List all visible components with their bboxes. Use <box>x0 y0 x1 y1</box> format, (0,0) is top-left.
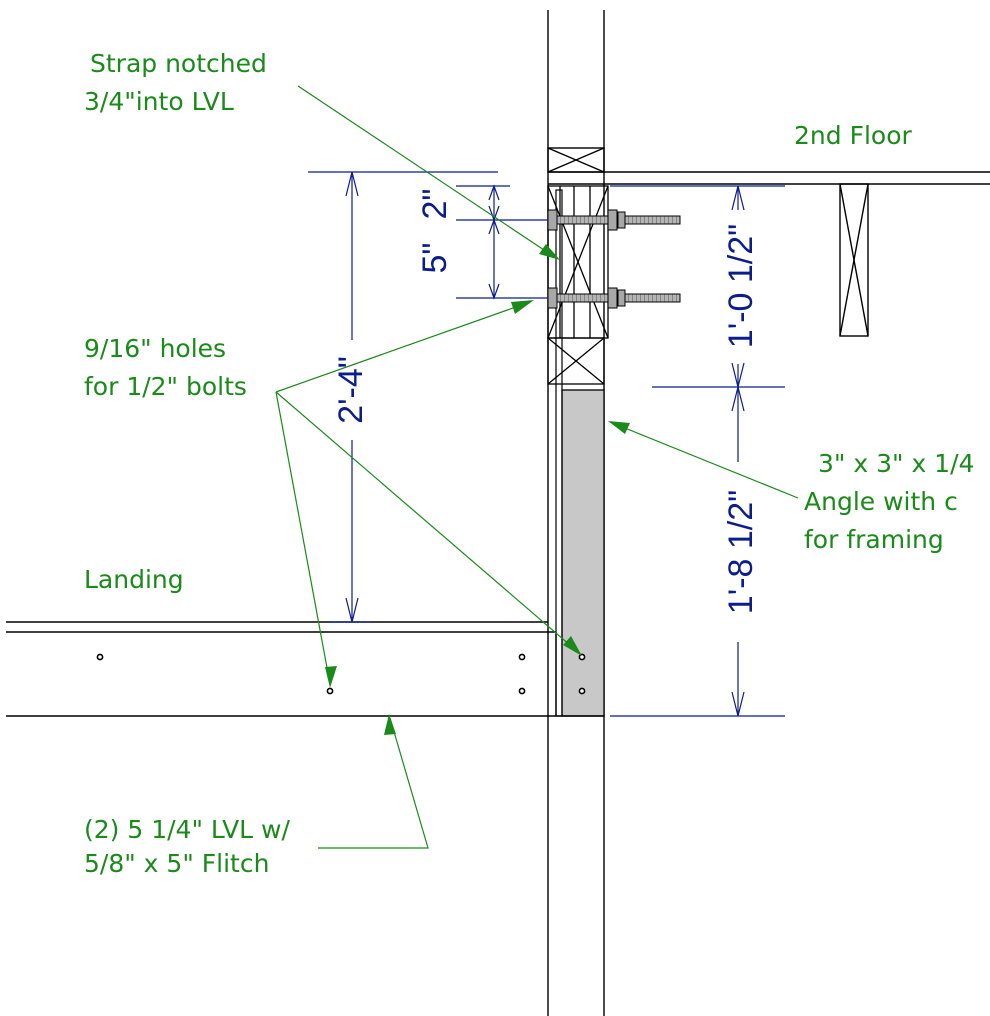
angle-leader <box>609 421 799 499</box>
rim-framing <box>547 185 609 385</box>
second-floor-label: 2nd Floor <box>794 121 912 150</box>
lvl-leader <box>318 717 429 849</box>
dimension-lines <box>308 171 785 717</box>
dimension-lower: 1'-8 1/2" <box>722 490 760 614</box>
top-plate-block <box>547 147 605 173</box>
rim-block <box>547 337 605 385</box>
angle-note-line1: 3" x 3" x 1/4 <box>818 449 974 478</box>
bolt-hole <box>518 687 526 695</box>
second-floor-framing <box>547 147 990 337</box>
bolt-hole <box>578 653 586 661</box>
dimension-bolt-spacing: 5" <box>416 243 454 274</box>
dimension-upper: 1'-0 1/2" <box>722 224 760 348</box>
holes-leader-left <box>275 391 331 685</box>
leader-lines <box>275 85 799 849</box>
through-bolt-upper <box>547 209 681 231</box>
holes-note-line1: 9/16" holes <box>84 334 226 363</box>
holes-leader-right <box>275 391 579 653</box>
strap-note-line1: Strap notched <box>90 49 267 78</box>
strap-leader <box>297 85 557 259</box>
holes-note-line2: for 1/2" bolts <box>84 372 247 401</box>
angle-note-line3: for framing <box>804 525 944 554</box>
steel-angle <box>561 389 605 717</box>
strap-note-line2: 3/4"into LVL <box>84 87 234 116</box>
floor-joist <box>839 183 869 337</box>
bolt-holes <box>96 653 586 695</box>
landing-framing <box>6 621 604 717</box>
bolt-hole <box>326 687 334 695</box>
lvl-note-line1: (2) 5 1/4" LVL w/ <box>84 815 290 844</box>
angle-note-line2: Angle with c <box>804 487 958 516</box>
dimension-bolt-offset: 2" <box>416 189 454 220</box>
bolt-hole <box>578 687 586 695</box>
bolt-hole <box>96 653 104 661</box>
dimension-overall: 2'-4" <box>332 356 370 424</box>
holes-leader-upper <box>275 301 531 393</box>
bolt-hole <box>518 653 526 661</box>
lvl-note-line2: 5/8" x 5" Flitch <box>84 849 269 878</box>
through-bolt-lower <box>547 287 681 309</box>
landing-label: Landing <box>84 565 184 594</box>
leader-arrowheads <box>325 244 630 735</box>
